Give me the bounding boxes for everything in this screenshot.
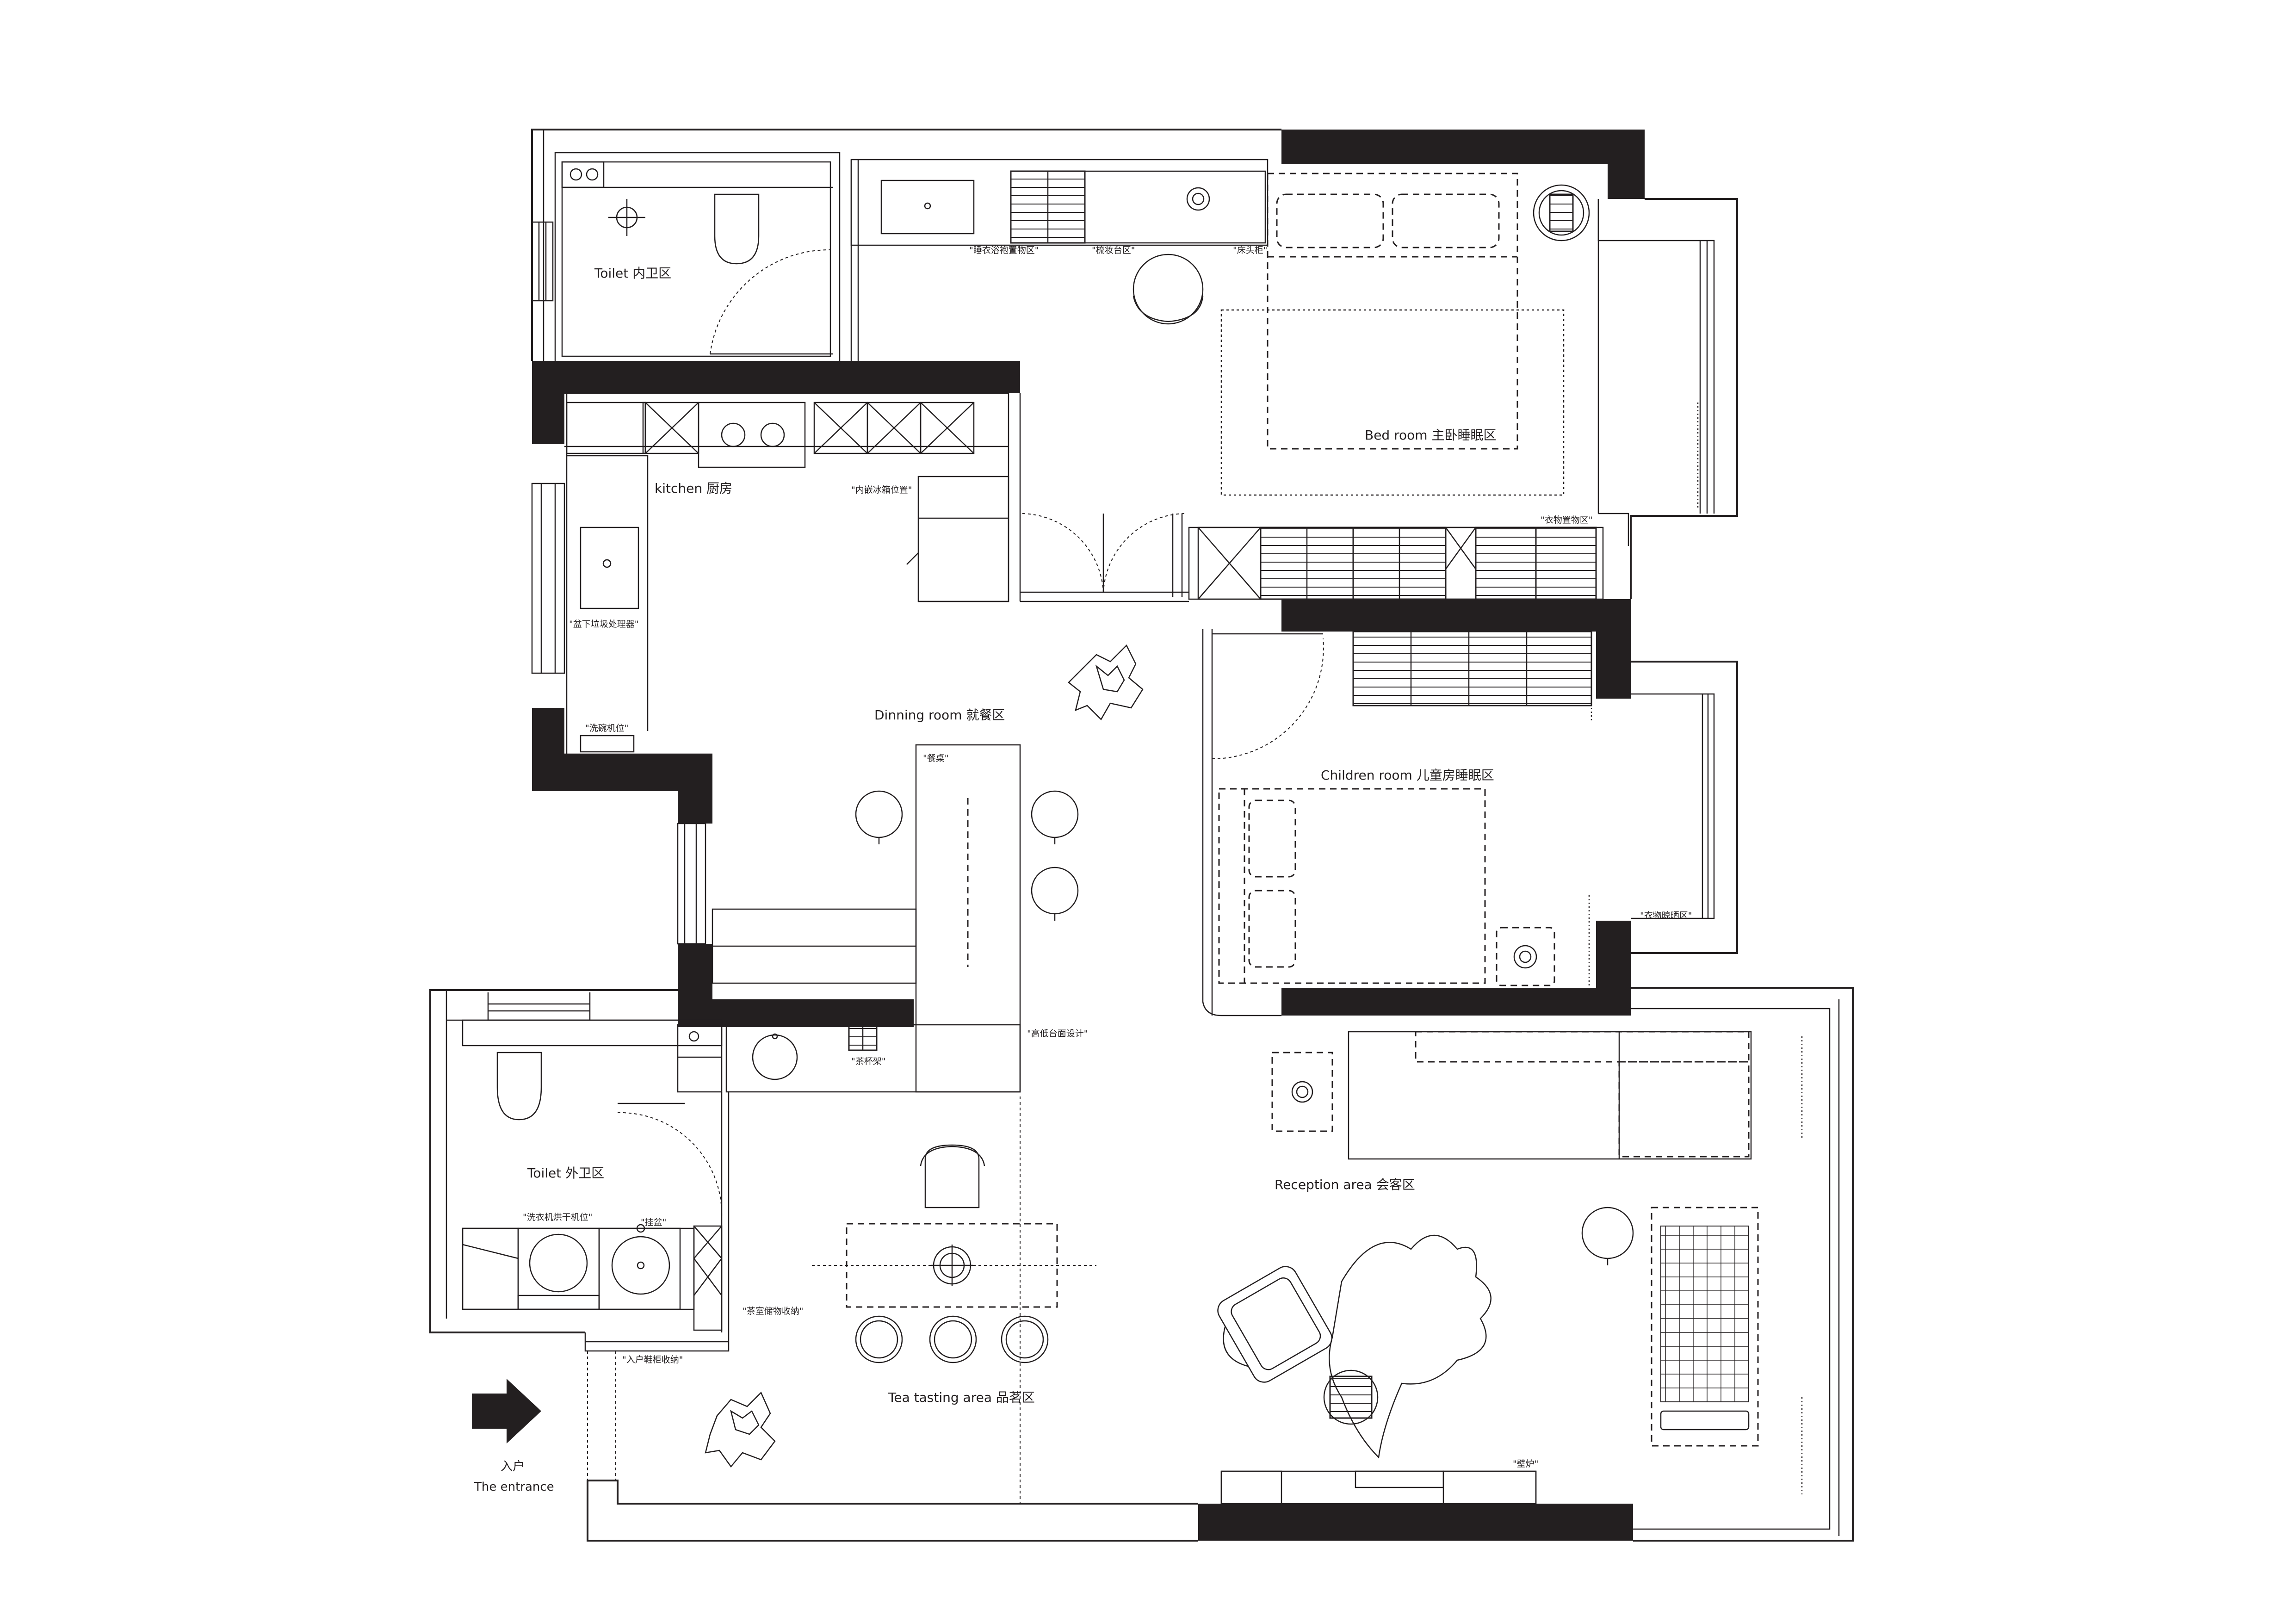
label-children: Children room 儿童房睡眠区 xyxy=(1321,768,1494,783)
bedroom-wardrobe-row xyxy=(1188,527,1604,600)
room-labels: Toilet 内卫区 Bed room 主卧睡眠区 kitchen 厨房 Din… xyxy=(527,266,1496,1405)
tag-tea-rack: "茶杯架" xyxy=(851,1056,885,1066)
inner-toilet-fixtures xyxy=(561,161,833,265)
children-room-furniture xyxy=(1218,631,1592,988)
entrance-en: The entrance xyxy=(474,1480,554,1494)
entrance-cn: 入户 xyxy=(501,1460,525,1474)
tag-fireplace: "壁炉" xyxy=(1513,1459,1538,1469)
master-bed xyxy=(1220,173,1699,509)
kitchen-upper-cabinets xyxy=(566,402,1009,753)
label-toilet-inner: Toilet 内卫区 xyxy=(594,266,671,281)
doors xyxy=(617,249,1324,1217)
label-toilet-outer: Toilet 外卫区 xyxy=(527,1165,604,1181)
interior-partitions xyxy=(462,161,1803,1505)
annotation-tags: "睡衣浴袍置物区" "梳妆台区" "床头柜" "内嵌冰箱位置" "盆下垃圾处理器… xyxy=(523,245,1692,1469)
tea-area xyxy=(705,1096,1096,1504)
tag-dining-table: "餐桌" xyxy=(923,753,948,763)
tag-shoe-storage: "入户鞋柜收纳" xyxy=(622,1355,683,1365)
tag-washer-dryer: "洗衣机烘干机位" xyxy=(523,1212,592,1222)
entrance-label: 入户 The entrance xyxy=(474,1460,554,1494)
tag-wardrobe-bed: "衣物置物区" xyxy=(1541,515,1592,525)
label-tea: Tea tasting area 品茗区 xyxy=(888,1390,1035,1405)
label-kitchen: kitchen 厨房 xyxy=(655,481,732,496)
label-bedroom: Bed room 主卧睡眠区 xyxy=(1365,427,1496,443)
master-storage-row xyxy=(880,170,1266,325)
reception-area xyxy=(1217,1031,1803,1505)
tag-dishwasher: "洗碗机位" xyxy=(585,723,628,733)
label-reception: Reception area 会客区 xyxy=(1275,1177,1415,1192)
tag-high-low-counter: "高低台面设计" xyxy=(1027,1028,1088,1039)
outer-toilet-fixtures xyxy=(462,1019,730,1481)
dining-area xyxy=(712,644,1144,1093)
tag-fridge: "内嵌冰箱位置" xyxy=(851,485,912,495)
entrance-arrow-icon xyxy=(472,1379,541,1443)
tag-waste-disposer: "盆下垃圾处理器" xyxy=(569,619,638,629)
label-dining: Dinning room 就餐区 xyxy=(874,707,1005,723)
tag-tea-storage: "茶室储物收纳" xyxy=(743,1306,803,1316)
tag-basin: "挂盆" xyxy=(641,1217,666,1227)
tag-wardrobe-master: "睡衣浴袍置物区" xyxy=(969,245,1039,255)
tag-nightstand: "床头柜" xyxy=(1233,245,1267,255)
tag-wardrobe-child: "衣物晾晒区" xyxy=(1640,911,1692,921)
structural-walls xyxy=(532,130,1645,1541)
tag-dresser: "梳妆台区" xyxy=(1092,245,1135,255)
outer-lines xyxy=(429,129,1854,1542)
